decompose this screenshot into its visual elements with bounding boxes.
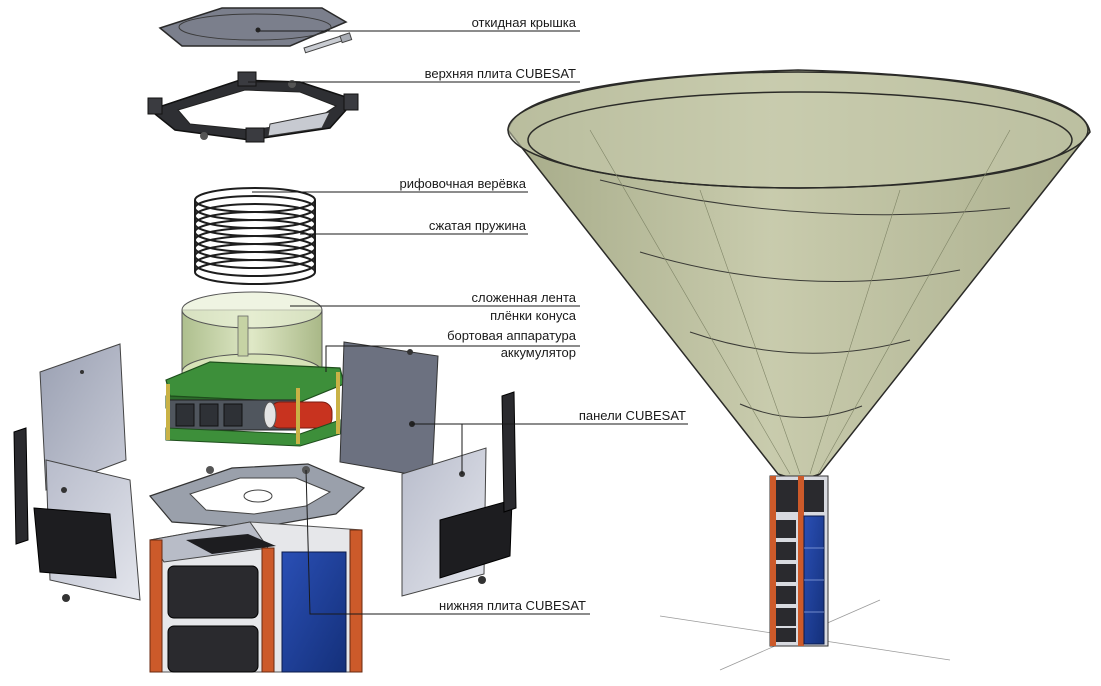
label-panels: панели CUBESAT [579, 408, 686, 423]
label-spring: сжатая пружина [429, 218, 527, 233]
callouts: откидная крышка верхняя плита CUBESAT ри… [248, 15, 688, 615]
top-plate [147, 71, 359, 143]
label-bottom-plate: нижняя плита CUBESAT [439, 598, 586, 613]
hinged-lid [158, 7, 353, 54]
deployed-drag-cone [507, 69, 1091, 671]
avionics-battery-stack [165, 361, 345, 447]
label-film-line1: сложенная лента [471, 290, 576, 305]
left-panels [13, 343, 141, 602]
label-lid: откидная крышка [472, 15, 577, 30]
label-avionics-line1: бортовая аппаратура [447, 328, 577, 343]
label-film-line2: плёнки конуса [490, 308, 577, 323]
cubesat-body-exploded [149, 521, 363, 673]
label-reef-line: рифовочная верёвка [399, 176, 526, 191]
compressed-spring [194, 187, 316, 285]
bottom-plate [148, 463, 366, 529]
deployed-cubesat [769, 475, 829, 647]
right-panels [339, 341, 517, 597]
label-avionics-line2: аккумулятор [501, 345, 576, 360]
label-top-plate: верхняя плита CUBESAT [425, 66, 576, 81]
